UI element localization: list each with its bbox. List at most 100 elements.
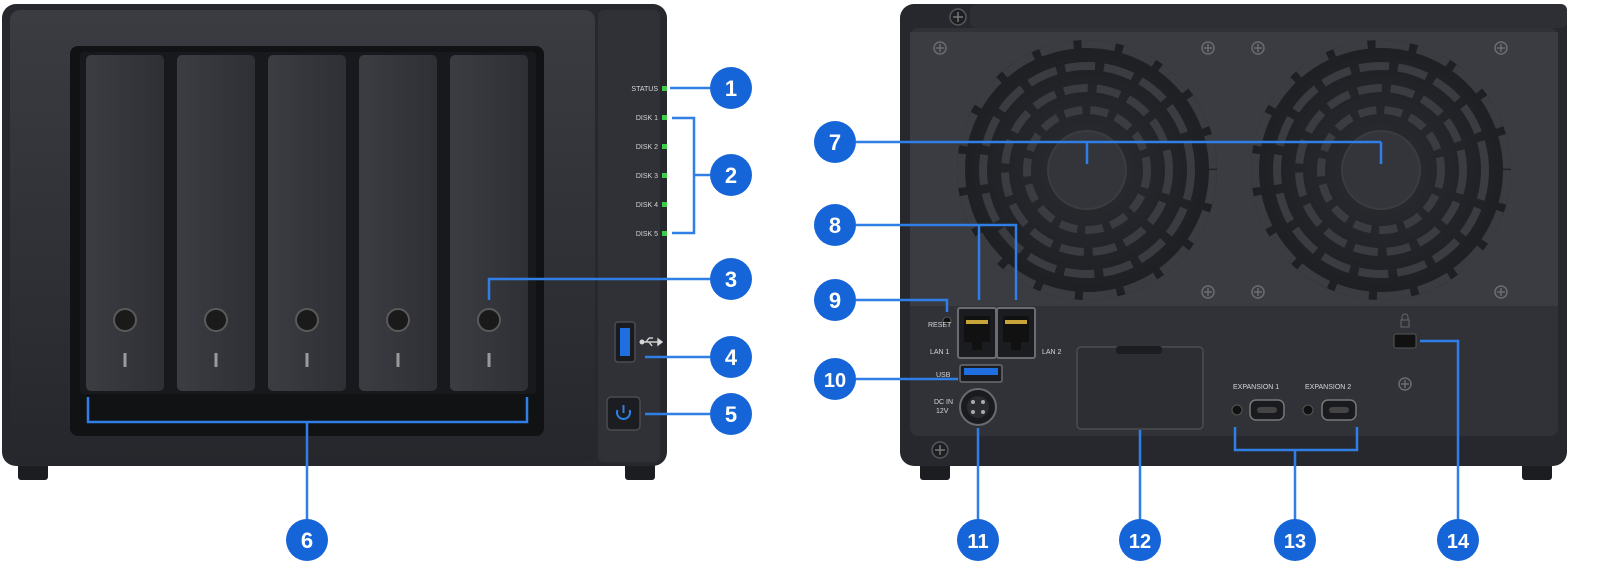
svg-text:6: 6 — [301, 528, 313, 553]
power-icon — [616, 405, 631, 420]
expansion1-label: EXPANSION 1 — [1233, 384, 1279, 391]
led-label-disk2: DISK 2 — [636, 144, 658, 151]
front-side-panel — [598, 10, 660, 462]
disk1-led — [662, 115, 667, 120]
callout-line-14 — [1420, 339, 1460, 520]
tray-latch-icon — [113, 308, 137, 332]
reset-label: RESET — [928, 322, 952, 329]
expansion1-port[interactable] — [1249, 399, 1285, 421]
screw-icon — [949, 8, 967, 26]
fan-screw-icon — [933, 41, 1508, 391]
callout-11: 11 — [957, 519, 999, 561]
drive-tray-5[interactable] — [450, 55, 528, 391]
callout-3: 3 — [710, 258, 752, 300]
svg-text:12: 12 — [1129, 531, 1151, 553]
callout-13: 13 — [1274, 519, 1316, 561]
expansion-slot-cover[interactable] — [1076, 346, 1204, 430]
expansion2-port[interactable] — [1321, 399, 1357, 421]
rear-foot-right — [1522, 462, 1552, 480]
rear-usb-port[interactable] — [959, 364, 1003, 383]
rear-view: RESET LAN 1 LAN 2 USB DC IN — [900, 4, 1567, 480]
fan-right — [1251, 40, 1511, 300]
svg-text:13: 13 — [1284, 531, 1306, 553]
callout-1: 1 — [710, 67, 752, 109]
lan2-label: LAN 2 — [1042, 349, 1062, 356]
status-led — [662, 86, 667, 91]
callout-14: 14 — [1437, 519, 1479, 561]
tray-mark — [487, 353, 491, 367]
dc-v-label: 12V — [936, 408, 949, 415]
reset-button[interactable] — [942, 316, 952, 326]
svg-text:2: 2 — [725, 163, 737, 188]
lan1-label: LAN 1 — [930, 349, 950, 356]
svg-text:11: 11 — [967, 531, 988, 553]
callout-6: 6 — [286, 519, 328, 561]
drive-tray-2[interactable] — [177, 55, 255, 391]
kensington-lock-slot[interactable] — [1393, 333, 1417, 349]
front-foot-right — [625, 462, 655, 480]
svg-text:4: 4 — [725, 345, 738, 370]
tray-mark — [396, 353, 400, 367]
callout-2: 2 — [710, 154, 752, 196]
dc-in-port[interactable] — [959, 388, 997, 426]
callout-line-3 — [487, 277, 710, 300]
svg-text:10: 10 — [824, 370, 846, 392]
callout-5: 5 — [710, 393, 752, 435]
callout-bracket-2 — [672, 116, 696, 235]
led-label-disk1: DISK 1 — [636, 115, 658, 122]
callout-7: 7 — [814, 121, 856, 163]
lan1-port[interactable] — [957, 307, 997, 359]
led-label-disk5: DISK 5 — [636, 231, 658, 238]
rear-top-strip — [970, 4, 1567, 28]
usb-label: USB — [936, 372, 951, 379]
led-label-status: STATUS — [631, 86, 658, 93]
power-button[interactable] — [606, 396, 641, 431]
front-usb-port[interactable] — [614, 321, 636, 363]
callout-4: 4 — [710, 336, 752, 378]
callout-badges: 1 2 3 4 5 6 7 8 — [286, 67, 1479, 561]
callout-12: 12 — [1119, 519, 1161, 561]
tray-latch-icon — [295, 308, 319, 332]
dc-in-label: DC IN — [934, 399, 953, 406]
svg-text:9: 9 — [829, 288, 841, 313]
svg-text:3: 3 — [725, 267, 737, 292]
callout-line-8 — [856, 223, 1018, 300]
disk4-led — [662, 202, 667, 207]
usb-icon — [639, 337, 664, 347]
callout-10: 10 — [814, 358, 856, 400]
front-view: STATUS DISK 1 DISK 2 DISK 3 DISK 4 DISK … — [2, 4, 667, 480]
tray-mark — [305, 353, 309, 367]
tray-mark — [123, 353, 127, 367]
disk2-led — [662, 144, 667, 149]
callout-8: 8 — [814, 204, 856, 246]
svg-text:8: 8 — [829, 213, 841, 238]
led-label-disk3: DISK 3 — [636, 173, 658, 180]
svg-text:14: 14 — [1447, 531, 1470, 553]
drive-tray-3[interactable] — [268, 55, 346, 391]
callout-9: 9 — [814, 279, 856, 321]
expansion1-led — [1231, 404, 1243, 416]
callout-lines — [86, 86, 1460, 520]
lan2-port[interactable] — [996, 307, 1036, 359]
tray-latch-icon — [477, 308, 501, 332]
svg-text:1: 1 — [725, 76, 737, 101]
expansion2-led — [1302, 404, 1314, 416]
drive-tray-1[interactable] — [86, 55, 164, 391]
disk3-led — [662, 173, 667, 178]
expansion2-label: EXPANSION 2 — [1305, 384, 1351, 391]
svg-text:5: 5 — [725, 402, 737, 427]
fan-left — [957, 40, 1217, 300]
drive-tray-4[interactable] — [359, 55, 437, 391]
callout-line-9 — [856, 298, 949, 312]
disk5-led — [662, 231, 667, 236]
front-foot-left — [18, 462, 48, 480]
rear-foot-left — [920, 462, 950, 480]
led-label-disk4: DISK 4 — [636, 202, 658, 209]
lock-icon — [1400, 313, 1410, 328]
tray-mark — [214, 353, 218, 367]
svg-text:7: 7 — [829, 130, 841, 155]
tray-latch-icon — [204, 308, 228, 332]
tray-latch-icon — [386, 308, 410, 332]
screw-icon — [931, 441, 949, 459]
